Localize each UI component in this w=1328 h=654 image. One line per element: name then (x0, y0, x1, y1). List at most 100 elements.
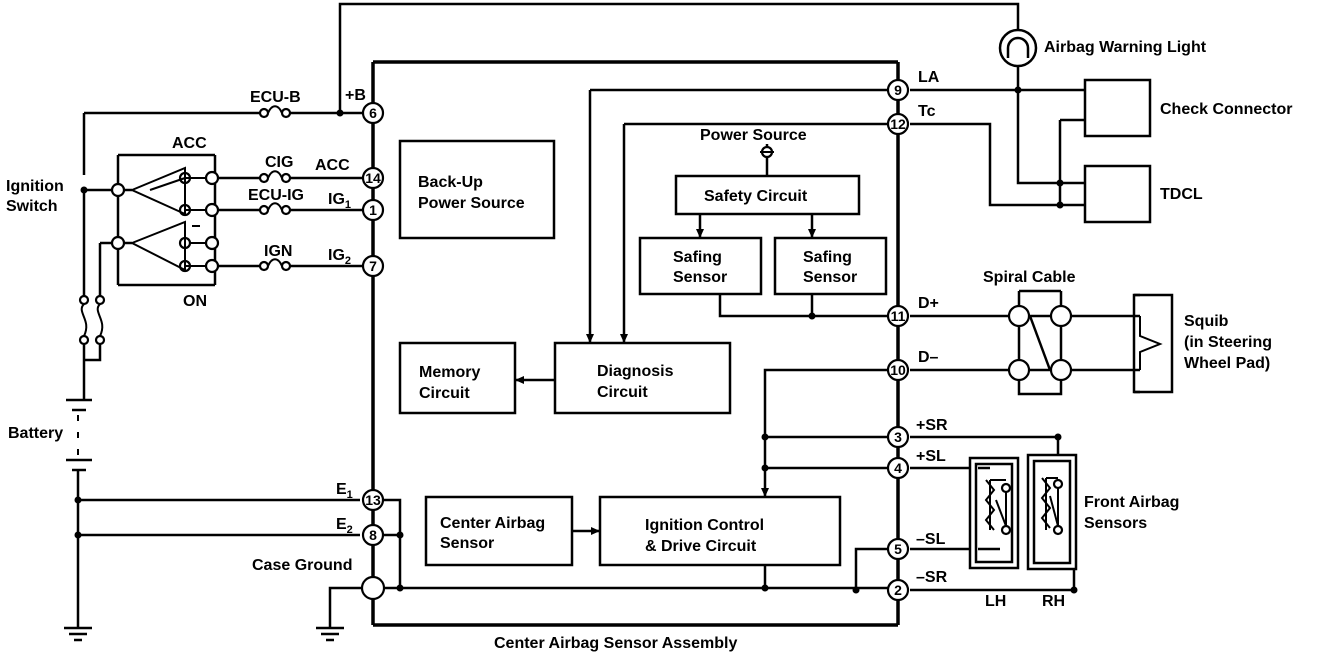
front-sensor-lh (968, 456, 1020, 570)
front-sensor-lh-label: LH (985, 593, 1006, 610)
svg-text:2: 2 (894, 582, 902, 598)
tdcl-label: TDCL (1160, 186, 1203, 203)
svg-text:11: 11 (891, 308, 906, 324)
battery-label: Battery (8, 425, 63, 442)
svg-text:Safety Circuit: Safety Circuit (704, 188, 808, 205)
check-connector-label: Check Connector (1160, 101, 1292, 118)
power-source-label: Power Source (700, 127, 807, 144)
pin-4: 4 (886, 456, 910, 480)
fusible-links (78, 294, 106, 346)
pin-label-e2: E2 (336, 516, 353, 536)
arrow-la-to-diagnosis (586, 334, 594, 343)
svg-text:4: 4 (894, 460, 902, 476)
pin-label-e1: E1 (336, 481, 353, 501)
pin-label-minus-sl: –SL (916, 531, 946, 548)
pin-12: 12 (886, 112, 910, 136)
squib (1132, 293, 1174, 394)
pin-label-d-plus: D+ (918, 295, 939, 312)
pin-6: 6 (361, 101, 385, 125)
junction-dots (74, 86, 1078, 594)
pin-terminals: 6 14 1 7 13 8 9 12 11 10 3 4 5 2 (360, 78, 910, 602)
ignition-control-block: Ignition Control& Drive Circuit (598, 495, 842, 567)
tdcl-connector (1083, 164, 1152, 224)
svg-text:13: 13 (365, 492, 381, 508)
wiring (76, 2, 1140, 628)
ignition-switch-symbol (110, 166, 220, 274)
fuse-label-ecu-b: ECU-B (250, 89, 301, 106)
fuses (78, 105, 292, 346)
diagram-title: Center Airbag Sensor Assembly (494, 635, 737, 652)
pin-label-plus-sl: +SL (916, 448, 946, 465)
svg-text:Ignition Control& Drive Circui: Ignition Control& Drive Circuit (645, 517, 764, 555)
spiral-cable-label: Spiral Cable (983, 269, 1076, 286)
pin-label-d-minus: D– (918, 349, 939, 366)
right-components: Airbag Warning Light Check Connector TDC… (968, 28, 1292, 610)
fuse-ign (258, 258, 292, 272)
fuse-label-ecu-ig: ECU-IG (248, 187, 304, 204)
check-connector (1083, 78, 1152, 138)
pin-11: 11 (886, 304, 910, 328)
pin-label-plus-b: +B (345, 87, 366, 104)
pin-label-ig1: IG1 (328, 191, 351, 211)
pin-label-ig2: IG2 (328, 247, 351, 267)
airbag-warning-light (998, 28, 1038, 68)
spiral-cable-terminals (1007, 304, 1073, 382)
battery-symbol (66, 398, 92, 472)
pin-label-tc: Tc (918, 103, 936, 120)
svg-text:14: 14 (365, 170, 381, 186)
fuse-label-ign: IGN (264, 243, 292, 260)
pin-label-acc: ACC (315, 157, 350, 174)
case-ground-terminal (360, 575, 386, 601)
arrow-to-ignition-control (761, 488, 769, 497)
pin-label-la: LA (918, 69, 940, 86)
pin-1: 1 (361, 198, 385, 222)
arrow-to-memory (515, 376, 524, 384)
pin-label-plus-sr: +SR (916, 417, 948, 434)
svg-text:10: 10 (890, 362, 906, 378)
pin-14: 14 (361, 166, 385, 190)
pin-labels: +B ACC IG1 IG2 E1 E2 LA Tc D+ D– +SR +SL… (315, 69, 948, 586)
front-sensor-rh-label: RH (1042, 593, 1065, 610)
pin-9: 9 (886, 78, 910, 102)
svg-text:3: 3 (894, 429, 902, 445)
switch-label-on: ON (183, 293, 207, 310)
svg-text:9: 9 (894, 82, 902, 98)
pin-13: 13 (361, 488, 385, 512)
pin-5: 5 (886, 537, 910, 561)
svg-text:1: 1 (369, 202, 377, 218)
pin-3: 3 (886, 425, 910, 449)
warning-light-label: Airbag Warning Light (1044, 39, 1207, 56)
arrow-tc-to-diagnosis (620, 334, 628, 343)
safety-circuit-block: Safety Circuit (674, 174, 861, 216)
svg-text:5: 5 (894, 541, 902, 557)
svg-text:8: 8 (369, 527, 377, 543)
pin-7: 7 (361, 254, 385, 278)
fuse-cig (258, 170, 292, 184)
power-source-symbol (760, 145, 774, 159)
pin-label-minus-sr: –SR (916, 569, 948, 586)
fuse-ecu-b (258, 105, 292, 119)
pin-8: 8 (361, 523, 385, 547)
ground-symbol-case (316, 626, 344, 642)
case-ground-label: Case Ground (252, 557, 352, 574)
fuse-label-cig: CIG (265, 154, 293, 171)
front-sensor-rh (1026, 453, 1078, 571)
pin-10: 10 (886, 358, 910, 382)
